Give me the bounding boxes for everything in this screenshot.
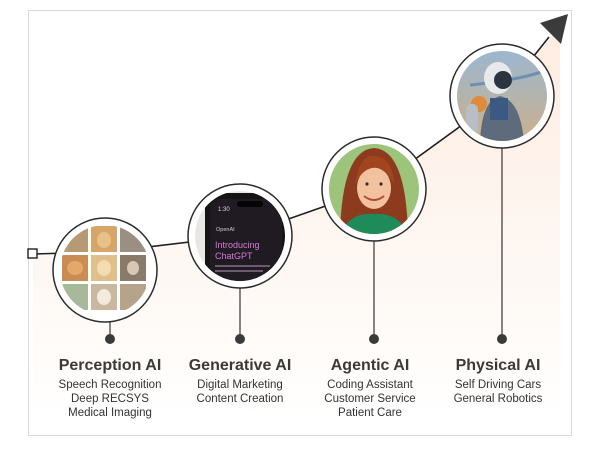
stage-title-perception: Perception AI: [58, 357, 162, 374]
stage-item: Patient Care: [338, 407, 402, 419]
stage-perception: Perception AI Speech Recognition Deep RE…: [40, 356, 180, 420]
start-marker: [27, 248, 38, 259]
stage-item: Content Creation: [196, 393, 284, 405]
stage-title-physical: Physical AI: [455, 357, 541, 374]
generative-image: 1:30 OpenAI Introducing ChatGPT: [187, 183, 293, 289]
phone-brand: OpenAI: [216, 227, 235, 233]
arrow-head-icon: [540, 14, 568, 44]
stage-item: Coding Assistant: [327, 379, 413, 391]
connector-dot-perception: [105, 334, 115, 344]
stage-item: Deep RECSYS: [71, 393, 149, 405]
stage-physical: Physical AI Self Driving Cars General Ro…: [428, 356, 568, 406]
phone-headline-2: ChatGPT: [215, 251, 253, 261]
growth-area: [33, 26, 560, 420]
stage-item: Customer Service: [324, 393, 416, 405]
stage-item: Medical Imaging: [68, 407, 152, 419]
connector-dot-generative: [235, 334, 245, 344]
stage-generative: Generative AI Digital Marketing Content …: [170, 356, 310, 406]
stage-item: Self Driving Cars: [454, 379, 542, 391]
stage-title-agentic: Agentic AI: [330, 357, 410, 374]
connector-dot-agentic: [369, 334, 379, 344]
stage-item: Speech Recognition: [58, 379, 162, 391]
perception-image: [52, 217, 158, 323]
stage-title-generative: Generative AI: [188, 357, 292, 374]
connector-dot-physical: [497, 334, 507, 344]
phone-time: 1:30: [218, 207, 230, 213]
stage-item: Digital Marketing: [197, 379, 283, 391]
agentic-image: [321, 136, 427, 242]
phone-headline-1: Introducing: [215, 240, 260, 250]
stage-item: General Robotics: [453, 393, 543, 405]
physical-image: [449, 43, 555, 149]
stage-agentic: Agentic AI Coding Assistant Customer Ser…: [300, 356, 440, 420]
